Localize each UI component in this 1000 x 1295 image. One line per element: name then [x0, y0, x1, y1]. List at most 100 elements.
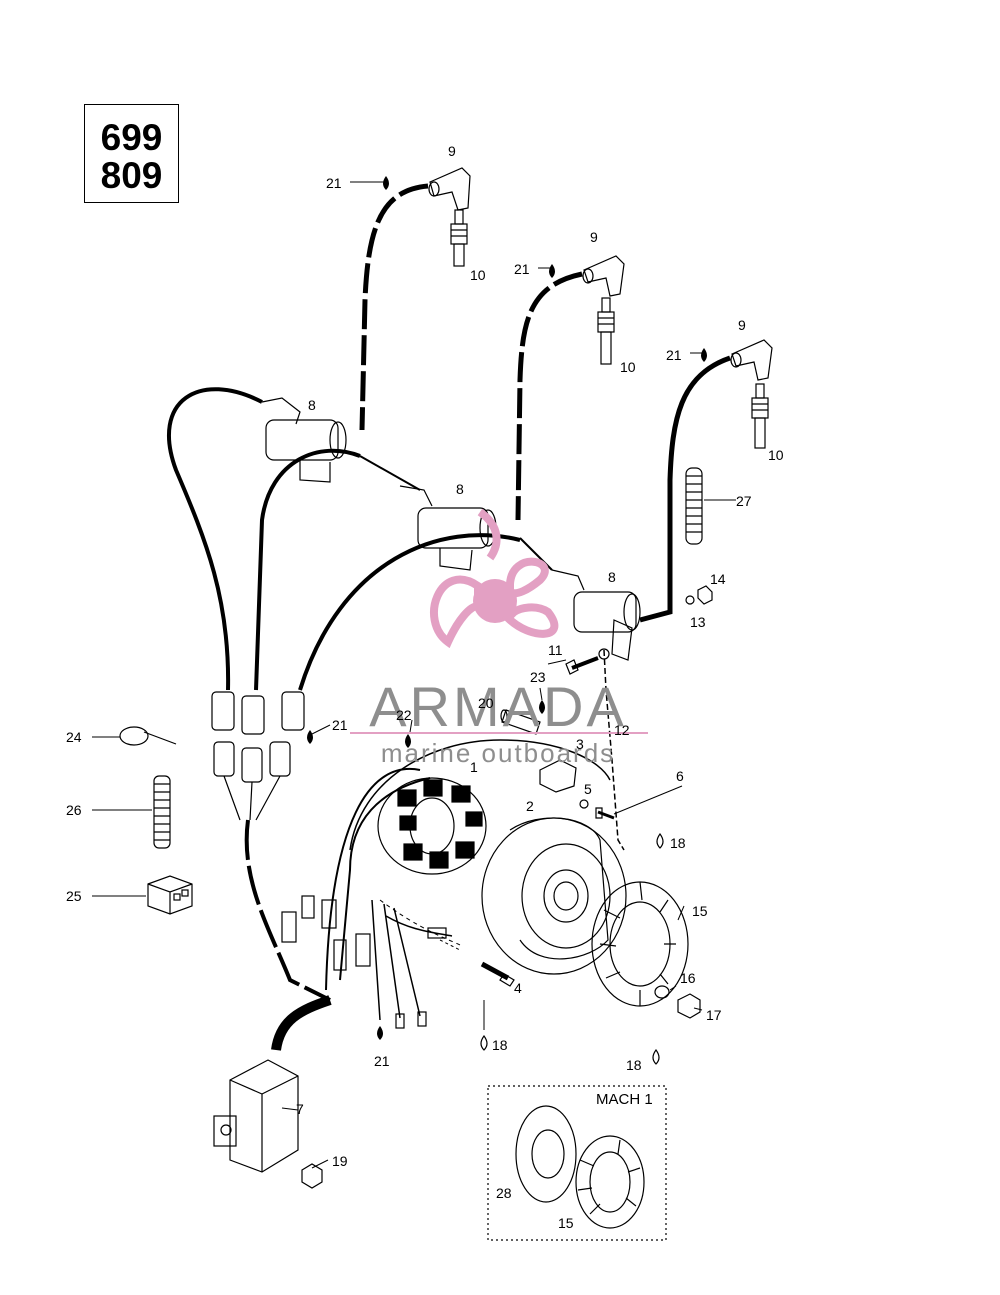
flywheel-nut — [677, 993, 701, 1019]
callout-15: 15 — [558, 1215, 574, 1231]
callout-10: 10 — [768, 447, 784, 463]
callout-21: 21 — [514, 261, 530, 277]
ignition-coil-3 — [551, 569, 641, 661]
flywheel-washer — [654, 985, 670, 999]
callout-9: 9 — [448, 143, 456, 159]
ht-lead-2 — [515, 271, 583, 521]
spark-plug-cap-3 — [730, 339, 773, 381]
tie-wrap — [119, 726, 177, 746]
callout-21: 21 — [332, 717, 348, 733]
trigger-coil — [539, 759, 577, 793]
stator-leads — [371, 899, 421, 1021]
callout-18: 18 — [492, 1037, 508, 1053]
mach1-trigger-plate — [515, 1105, 577, 1203]
callout-8: 8 — [308, 397, 316, 413]
callout-8: 8 — [608, 569, 616, 585]
protective-sleeve — [685, 467, 703, 545]
trigger-screw — [595, 807, 615, 820]
callout-18: 18 — [626, 1057, 642, 1073]
callout-2: 2 — [526, 798, 534, 814]
model-number-809: 809 — [100, 155, 163, 196]
mach1-label: MACH 1 — [596, 1091, 653, 1108]
model-number-699: 699 — [100, 117, 163, 158]
spark-plug-2 — [597, 297, 615, 365]
callout-22: 22 — [396, 707, 412, 723]
lead-terminal-2 — [417, 1011, 427, 1027]
propeller-logo — [430, 508, 559, 649]
callout-1: 1 — [470, 759, 478, 775]
callout-28: 28 — [496, 1185, 512, 1201]
callout-7: 7 — [296, 1101, 304, 1117]
grease-drops — [480, 832, 664, 1065]
callout-17: 17 — [706, 1007, 722, 1023]
coil-wire-3 — [298, 533, 521, 691]
callout-3: 3 — [576, 736, 584, 752]
stator-plate-dash — [379, 899, 461, 946]
model-number-box: 699 809 — [84, 104, 179, 203]
callout-9: 9 — [590, 229, 598, 245]
callout-15: 15 — [692, 903, 708, 919]
spiral-sleeve — [153, 775, 171, 849]
callout-9: 9 — [738, 317, 746, 333]
callout-8: 8 — [456, 481, 464, 497]
callout-10: 10 — [470, 267, 486, 283]
mach1-inset-frame — [487, 1085, 667, 1241]
coil-wire-1 — [167, 387, 263, 691]
ground-lead — [603, 649, 625, 851]
leader-lines — [92, 181, 736, 1169]
ground-terminal — [427, 927, 447, 939]
coil-nut — [697, 585, 713, 605]
callout-19: 19 — [332, 1153, 348, 1169]
mach1-starter-cup — [575, 1135, 645, 1229]
stator-connectors — [281, 895, 371, 971]
cdi-module — [213, 1059, 299, 1173]
lock-washer — [685, 595, 695, 605]
callout-21: 21 — [326, 175, 342, 191]
callout-18: 18 — [670, 835, 686, 851]
callout-21: 21 — [666, 347, 682, 363]
callout-21: 21 — [374, 1053, 390, 1069]
callout-16: 16 — [680, 970, 696, 986]
callout-26: 26 — [66, 802, 82, 818]
starter-cup — [591, 881, 689, 1007]
spark-plug-3 — [751, 383, 769, 449]
callout-25: 25 — [66, 888, 82, 904]
stator-screw — [480, 961, 515, 987]
watermark-subtitle: marine outboards — [381, 738, 615, 768]
stator-plate-outline — [349, 739, 611, 851]
callout-13: 13 — [690, 614, 706, 630]
stator-wire-1 — [339, 777, 431, 981]
callout-10: 10 — [620, 359, 636, 375]
callout-23: 23 — [530, 669, 546, 685]
callout-4: 4 — [514, 980, 522, 996]
ignition-coil-1 — [261, 397, 347, 483]
stator — [377, 777, 487, 875]
callout-14: 14 — [710, 571, 726, 587]
watermark-title: ARMADA — [369, 675, 627, 738]
coil-link-wire-1 — [359, 455, 421, 491]
main-harness — [244, 819, 331, 1002]
spark-plug-1 — [450, 209, 468, 267]
washer — [579, 799, 589, 809]
harness-boot — [271, 995, 332, 1051]
callout-11: 11 — [548, 642, 563, 658]
coil-bolt — [565, 656, 599, 675]
callout-24: 24 — [66, 729, 82, 745]
connector-housing — [147, 875, 193, 915]
coil-wire-2 — [254, 448, 361, 691]
callout-labels: 9 21 10 9 21 10 9 21 10 8 8 8 27 14 13 1… — [66, 143, 784, 1231]
ht-lead-1 — [359, 183, 429, 431]
callout-20: 20 — [478, 695, 494, 711]
lead-terminal-1 — [395, 1013, 405, 1029]
cdi-nut — [301, 1163, 323, 1189]
callout-6: 6 — [676, 768, 684, 784]
armada-watermark: ARMADA marine outboards — [350, 508, 648, 768]
callout-27: 27 — [736, 493, 752, 509]
loctite-drops — [307, 176, 707, 1040]
ground-eyelet — [598, 648, 610, 660]
spark-plug-cap-1 — [428, 167, 471, 211]
harness-connectors — [211, 691, 305, 821]
flywheel — [481, 817, 627, 975]
ignition-coil-2 — [399, 485, 497, 571]
